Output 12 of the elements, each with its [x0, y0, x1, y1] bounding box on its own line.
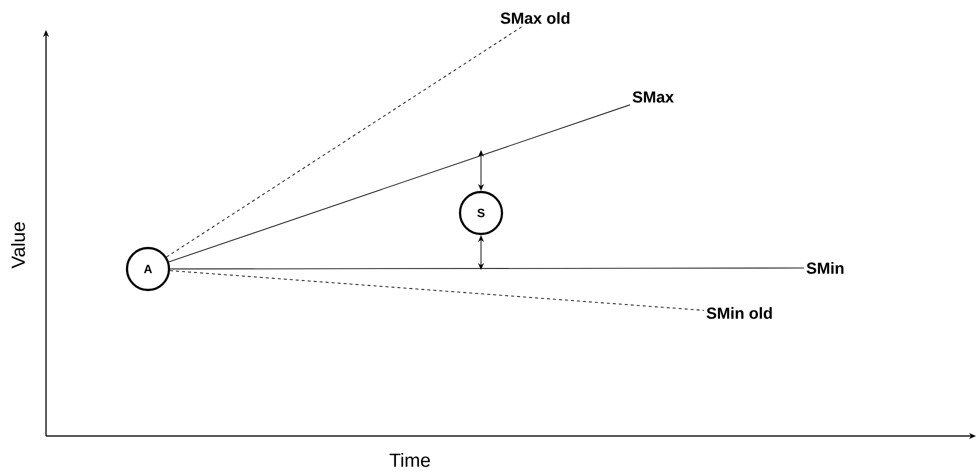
line [166, 26, 524, 258]
axis-label: Value [11, 222, 25, 268]
line [168, 104, 630, 262]
line-label: SMax old [500, 12, 570, 24]
line-label: SMax [632, 91, 674, 103]
circle-node: S [458, 190, 504, 236]
line-label: SMin old [706, 307, 772, 319]
line-label: SMin [806, 262, 844, 274]
line [170, 268, 804, 270]
circle-node: A [126, 246, 170, 292]
line [170, 270, 704, 311]
axis-label: Time [390, 453, 430, 467]
